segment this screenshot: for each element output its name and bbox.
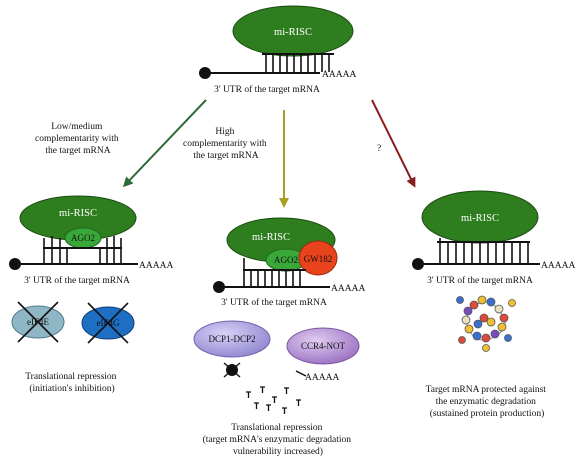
left-utr-label: 3' UTR of the target mRNA	[24, 275, 130, 286]
middle-gw182	[298, 240, 338, 276]
top-cap	[199, 67, 211, 79]
left-polya: AAAAA	[139, 261, 173, 271]
top-risc-ellipse	[232, 5, 354, 57]
deadenylated-fragment: AAAAA	[295, 370, 339, 383]
ccr4-not-label: CCR4-NOT	[301, 341, 346, 351]
left-cap	[9, 258, 21, 270]
middle-polya: AAAAA	[331, 284, 365, 294]
top-complex: mi-RISC AAAAA 3' UTR of the target mRNA	[199, 5, 356, 95]
arrow-low-complementarity	[122, 99, 207, 188]
dcp1-dcp2-label: DCP1-DCP2	[208, 334, 255, 344]
arrow-unknown	[371, 99, 416, 188]
dcp1-dcp2-complex	[193, 320, 271, 358]
fragment-polya: AAAAA	[305, 373, 339, 383]
middle-complex: mi-RISC AGO2 GW182 AAAAA 3' UTR of the t…	[193, 217, 365, 457]
left-ago2-label: AGO2	[71, 233, 95, 243]
label-low-complementarity: Low/medium complementarity with the targ…	[35, 122, 121, 156]
left-caption: Translational repression (initiation's i…	[25, 372, 119, 394]
right-polya: AAAAA	[541, 261, 575, 271]
right-complex: mi-RISC AAAAA 3' UTR of the target mRNA …	[412, 190, 575, 419]
right-risc-label: mi-RISC	[461, 213, 499, 224]
ccr4-not-complex	[286, 327, 360, 365]
top-risc-label: mi-RISC	[274, 27, 312, 38]
top-utr-label: 3' UTR of the target mRNA	[214, 84, 320, 95]
left-risc-label: mi-RISC	[59, 208, 97, 219]
middle-cap	[213, 281, 225, 293]
middle-ago2-label: AGO2	[274, 255, 298, 265]
decapped-cap-icon	[223, 362, 241, 378]
middle-utr-label: 3' UTR of the target mRNA	[221, 297, 327, 308]
right-cap	[412, 258, 424, 270]
middle-gw182-label: GW182	[304, 254, 333, 264]
middle-caption: Translational repression (target mRNA's …	[203, 423, 354, 457]
left-base-pairs	[43, 236, 122, 264]
left-complex: mi-RISC AGO2 AAAAA 3' UTR of the target …	[9, 195, 173, 394]
label-unknown: ?	[377, 144, 381, 154]
top-polya: AAAAA	[322, 70, 356, 80]
eif4e-cross-icon	[17, 301, 59, 343]
middle-risc-label: mi-RISC	[252, 232, 290, 243]
middle-base-pairs	[243, 258, 301, 287]
right-caption: Target mRNA protected against the enzyma…	[426, 385, 549, 419]
right-base-pairs	[439, 238, 529, 264]
protein-product-icon	[456, 295, 516, 352]
degraded-nucleotides	[246, 386, 301, 414]
label-high-complementarity: High complementarity with the target mRN…	[183, 127, 269, 161]
top-base-pairs	[265, 54, 330, 72]
right-utr-label: 3' UTR of the target mRNA	[427, 275, 533, 286]
eif4g-cross-icon	[87, 302, 129, 344]
